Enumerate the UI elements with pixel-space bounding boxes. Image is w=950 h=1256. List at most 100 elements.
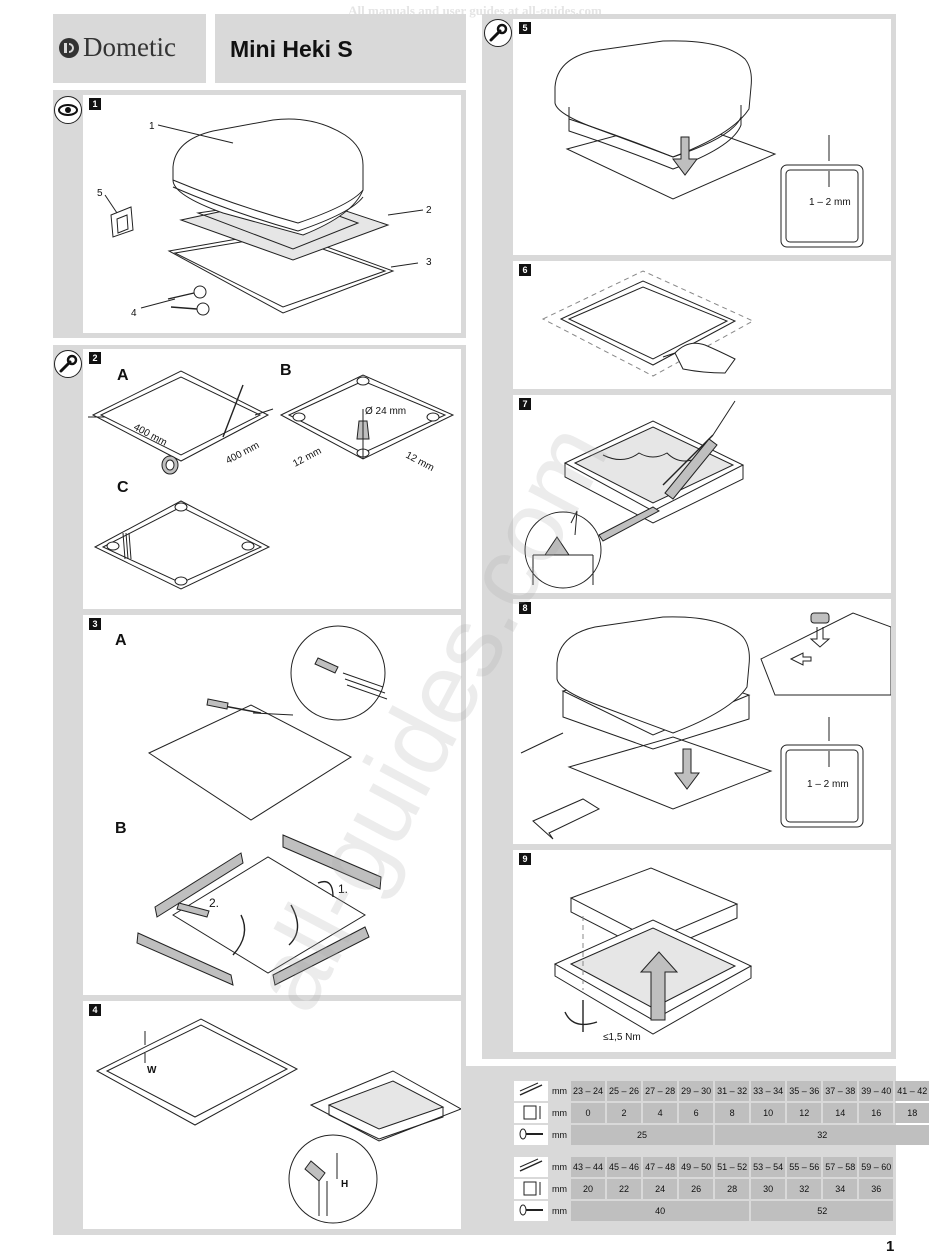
- h-value-cell: 6: [679, 1103, 714, 1123]
- step-7-number: 7: [519, 398, 531, 410]
- step-1-number: 1: [89, 98, 101, 110]
- spacer-height-icon: [514, 1103, 548, 1123]
- h-value-cell: 22: [607, 1179, 642, 1199]
- step-1-panel: 1 1 2 3 4 5: [83, 95, 461, 333]
- step-8-gap: 1 – 2 mm: [807, 779, 849, 790]
- w-range-cell: 29 – 30: [679, 1081, 714, 1101]
- unit-label: mm: [550, 1103, 569, 1123]
- h-value-cell: 32: [787, 1179, 822, 1199]
- step-6-number: 6: [519, 264, 531, 276]
- step-3-drawings: 1. 2.: [136, 625, 388, 986]
- wrench-icon: [484, 19, 512, 47]
- step-5-number: 5: [519, 22, 531, 34]
- h-value-cell: 2: [607, 1103, 642, 1123]
- w-range-cell: 47 – 48: [643, 1157, 678, 1177]
- w-range-cell: 25 – 26: [607, 1081, 642, 1101]
- step-3-mark-2: 2.: [209, 896, 219, 910]
- w-range-cell: 37 – 38: [823, 1081, 858, 1101]
- w-range-cell: 53 – 54: [751, 1157, 786, 1177]
- callout-2: 2: [426, 205, 432, 216]
- h-value-cell: 16: [859, 1103, 894, 1123]
- w-range-cell: 43 – 44: [571, 1157, 606, 1177]
- step-5-gap: 1 – 2 mm: [809, 197, 851, 208]
- dia-24: Ø 24 mm: [365, 406, 406, 417]
- step-4-panel: 4 W H: [83, 1001, 461, 1229]
- h-value-cell: 34: [823, 1179, 858, 1199]
- step-7-drawings: [524, 400, 745, 589]
- h-value-cell: 30: [751, 1179, 786, 1199]
- frame-width-icon: [514, 1081, 548, 1101]
- unit-label: mm: [550, 1081, 569, 1101]
- brand-box: Dometic: [53, 14, 206, 83]
- w-range-cell: 45 – 46: [607, 1157, 642, 1177]
- step-3-mark-1: 1.: [338, 882, 348, 896]
- w-range-cell: 51 – 52: [715, 1157, 750, 1177]
- callout-5: 5: [97, 188, 103, 199]
- step-3-sub-b: B: [115, 820, 127, 837]
- step-9-torque: ≤1,5 Nm: [603, 1032, 641, 1043]
- title-box: Mini Heki S: [215, 14, 466, 83]
- step-6-panel: 6: [513, 261, 891, 389]
- w-range-cell: 55 – 56: [787, 1157, 822, 1177]
- h-value-cell: 18: [895, 1103, 930, 1123]
- eye-icon: [54, 96, 82, 124]
- dim-400-b: 400 mm: [224, 440, 261, 467]
- dometic-logo-icon: [59, 38, 79, 58]
- h-value-cell: 0: [571, 1103, 606, 1123]
- screw-length-cell: 32: [715, 1125, 930, 1145]
- w-range-cell: 31 – 32: [715, 1081, 750, 1101]
- step-1-exploded-view: 1 2 3 4 5: [97, 118, 432, 319]
- wrench-icon: [54, 350, 82, 378]
- step-2-number: 2: [89, 352, 101, 364]
- screw-length-cell: 25: [571, 1125, 714, 1145]
- step-8-number: 8: [519, 602, 531, 614]
- step-7-panel: 7: [513, 395, 891, 593]
- screw-icon: [514, 1201, 548, 1221]
- w-range-cell: 23 – 24: [571, 1081, 606, 1101]
- h-value-cell: 36: [859, 1179, 894, 1199]
- step-2-drawings: 400 mm 400 mm Ø 24 mm 12 mm 12 mm: [88, 370, 455, 590]
- step-2-panel: 2 A B C 400 mm 400 mm Ø 24 mm 12 mm 12 m…: [83, 349, 461, 609]
- callout-4: 4: [131, 308, 137, 319]
- w-range-cell: 27 – 28: [643, 1081, 678, 1101]
- step-5-panel: 5 1 – 2 mm: [513, 19, 891, 255]
- dimension-table-1: mm 23 – 24 25 – 26 27 – 28 29 – 30 31 – …: [512, 1079, 931, 1147]
- spacer-height-icon: [514, 1179, 548, 1199]
- step-9-drawings: ≤1,5 Nm: [553, 867, 753, 1043]
- dimension-table-2: mm 43 – 44 45 – 46 47 – 48 49 – 50 51 – …: [512, 1155, 895, 1223]
- screw-length-cell: 52: [751, 1201, 894, 1221]
- step-4-h: H: [341, 1179, 348, 1190]
- h-value-cell: 20: [571, 1179, 606, 1199]
- w-range-cell: 57 – 58: [823, 1157, 858, 1177]
- dim-12-b: 12 mm: [404, 450, 436, 474]
- step-4-drawings: W H: [95, 1018, 461, 1224]
- step-2-sub-b: B: [280, 362, 292, 379]
- step-4-number: 4: [89, 1004, 101, 1016]
- step-5-drawings: 1 – 2 mm: [554, 40, 864, 248]
- brand-name: Dometic: [83, 32, 176, 62]
- unit-label: mm: [550, 1201, 569, 1221]
- step-9-panel: 9 ≤1,5 Nm: [513, 850, 891, 1052]
- unit-label: mm: [550, 1179, 569, 1199]
- h-value-cell: 14: [823, 1103, 858, 1123]
- step-3-panel: 3 A B 1. 2.: [83, 615, 461, 995]
- step-8-panel: 8 1 – 2 mm: [513, 599, 891, 844]
- h-value-cell: 26: [679, 1179, 714, 1199]
- step-4-w: W: [147, 1065, 157, 1076]
- dim-12-a: 12 mm: [291, 446, 323, 470]
- w-range-cell: 39 – 40: [859, 1081, 894, 1101]
- w-range-cell: 49 – 50: [679, 1157, 714, 1177]
- h-value-cell: 24: [643, 1179, 678, 1199]
- w-range-cell: 35 – 36: [787, 1081, 822, 1101]
- h-value-cell: 10: [751, 1103, 786, 1123]
- step-8-drawings: 1 – 2 mm: [520, 612, 891, 840]
- step-9-number: 9: [519, 853, 531, 865]
- w-range-cell: 33 – 34: [751, 1081, 786, 1101]
- unit-label: mm: [550, 1157, 569, 1177]
- w-range-cell: 59 – 60: [859, 1157, 894, 1177]
- step-2-sub-c: C: [117, 479, 129, 496]
- product-title: Mini Heki S: [230, 36, 353, 62]
- step-6-drawings: [541, 270, 755, 377]
- step-3-sub-a: A: [115, 632, 127, 649]
- w-range-cell: 41 – 42: [895, 1081, 930, 1101]
